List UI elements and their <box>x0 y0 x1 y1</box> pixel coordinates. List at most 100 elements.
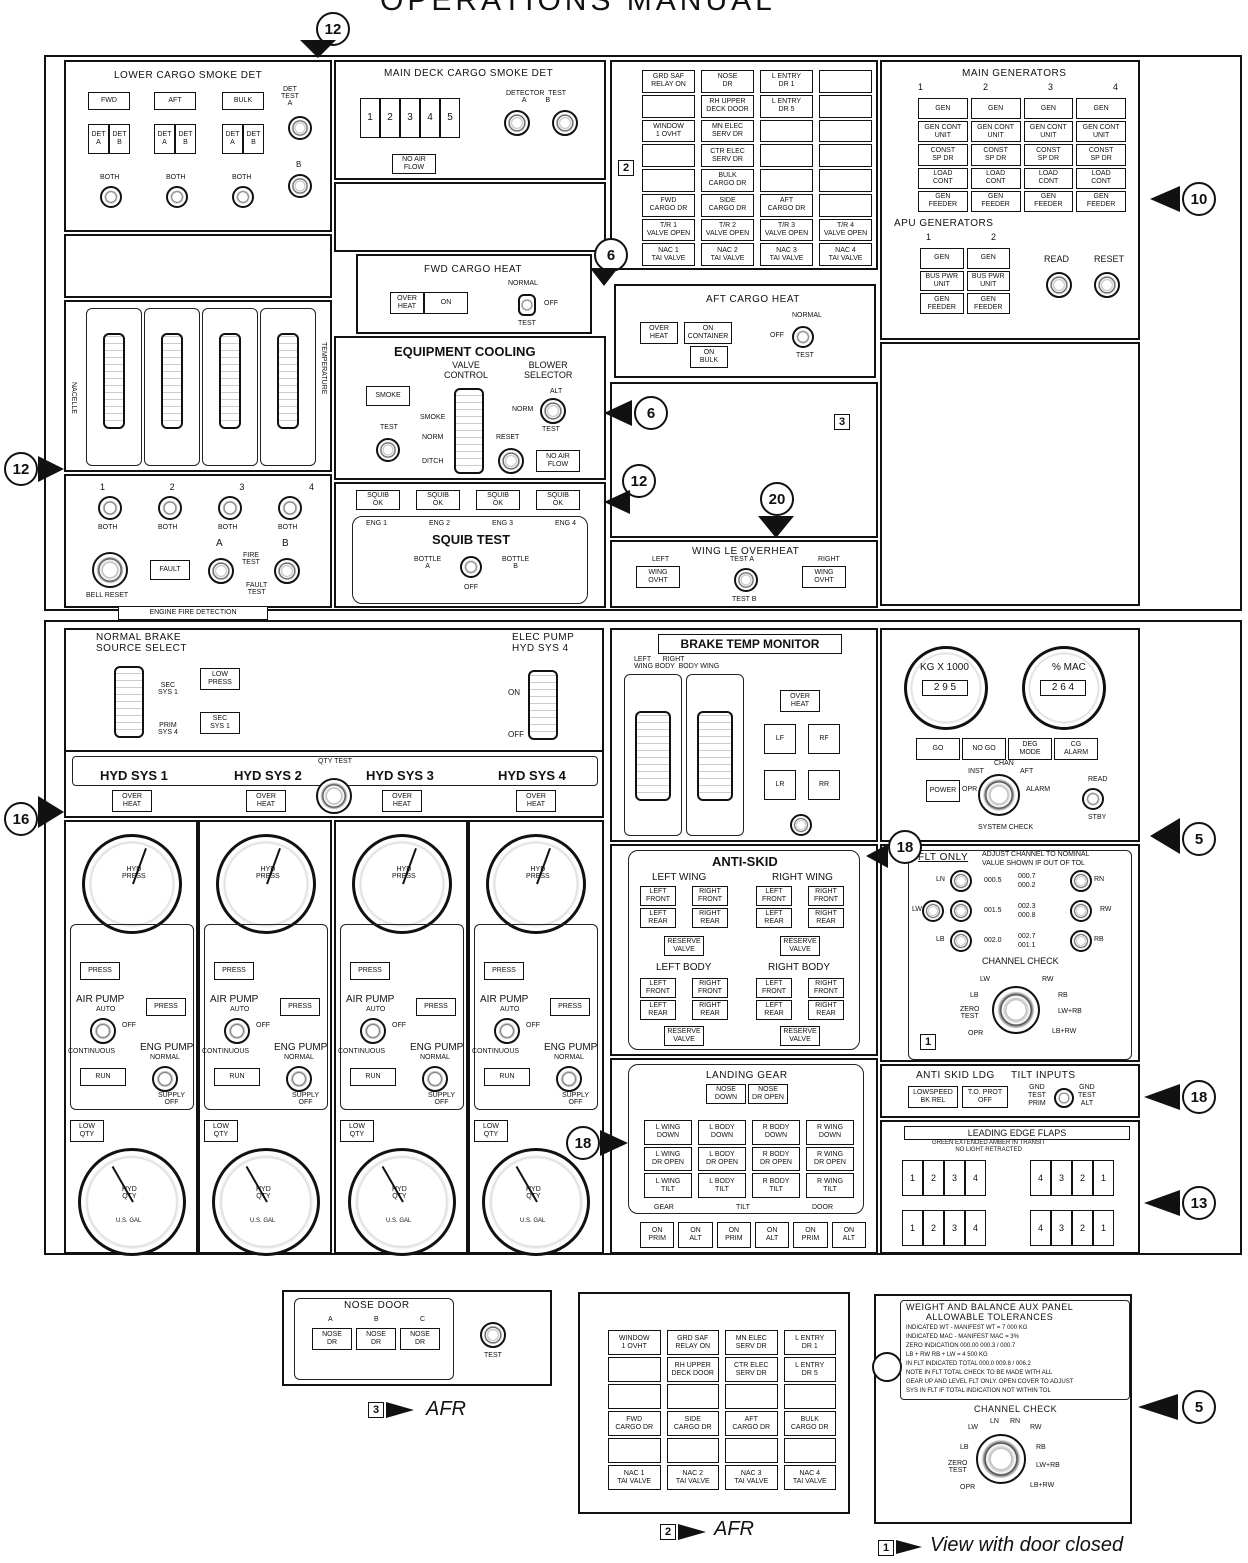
apu-gen-light[interactable]: BUS PWR UNIT <box>966 270 1010 292</box>
main-gen-light[interactable]: GEN CONT UNIT <box>918 121 968 143</box>
low-qty-light[interactable]: LOW QTY <box>474 1120 508 1142</box>
afr-annunciator-light[interactable]: NAC 1 TAI VALVE <box>608 1465 661 1490</box>
afr-annunciator-light[interactable]: L ENTRY DR 5 <box>783 1357 836 1382</box>
annunciator-light[interactable]: T/R 1 VALVE OPEN <box>642 218 695 242</box>
gear-light[interactable]: L WING DOWN <box>644 1120 692 1145</box>
annunciator-light[interactable] <box>819 193 872 217</box>
annunciator-light[interactable]: NAC 1 TAI VALVE <box>642 243 695 266</box>
eng2-fire-selector[interactable] <box>158 496 182 520</box>
read-button[interactable] <box>1046 272 1072 298</box>
apu-gen-light[interactable]: BUS PWR UNIT <box>920 270 964 292</box>
annunciator-light[interactable]: NAC 2 TAI VALVE <box>701 243 754 266</box>
main-gen-light[interactable]: LOAD CONT <box>970 167 1021 189</box>
main-gen-light[interactable]: LOAD CONT <box>1076 167 1126 189</box>
low-qty-light[interactable]: LOW QTY <box>70 1120 104 1142</box>
le-flap-light[interactable]: 3 <box>944 1160 965 1196</box>
afr-annunciator-light[interactable]: SIDE CARGO DR <box>666 1411 719 1436</box>
main-gen-light[interactable]: GEN FEEDER <box>970 190 1021 212</box>
zone-1[interactable]: 1 <box>360 98 380 138</box>
valve-control-slider[interactable] <box>454 388 484 474</box>
go-light[interactable]: GO <box>916 738 960 760</box>
le-flap-light[interactable]: 2 <box>1072 1210 1093 1246</box>
annunciator-light[interactable] <box>642 94 695 118</box>
lw-left-rear[interactable]: LEFT REAR <box>640 908 676 928</box>
afr-annunciator-light[interactable]: AFT CARGO DR <box>725 1411 778 1436</box>
afr-annunciator-light[interactable]: RH UPPER DECK DOOR <box>666 1357 719 1382</box>
channel-check-selector[interactable] <box>992 986 1040 1034</box>
annunciator-light[interactable]: T/R 2 VALVE OPEN <box>701 218 754 242</box>
afr-annunciator-light[interactable]: WINDOW 1 OVHT <box>608 1330 661 1355</box>
eng-pump-switch[interactable] <box>422 1066 448 1092</box>
qty-test-button[interactable] <box>316 778 352 814</box>
main-gen-light[interactable]: CONST SP DR <box>918 144 968 166</box>
tilt-test-switch[interactable] <box>1054 1088 1074 1108</box>
le-flap-light[interactable]: 1 <box>902 1160 923 1196</box>
gear-on-light[interactable]: ON ALT <box>831 1222 866 1248</box>
gear-light[interactable]: L BODY TILT <box>698 1173 746 1198</box>
main-gen-light[interactable]: GEN CONT UNIT <box>1076 121 1126 143</box>
no-go-light[interactable]: NO GO <box>962 738 1006 760</box>
zone-2[interactable]: 2 <box>380 98 400 138</box>
afr-annunciator-light[interactable] <box>608 1384 661 1409</box>
eng1-fire-selector[interactable] <box>98 496 122 520</box>
afr-annunciator-light[interactable] <box>666 1384 719 1409</box>
lw-left-front[interactable]: LEFT FRONT <box>640 886 676 906</box>
annunciator-light[interactable] <box>819 144 872 167</box>
fwd-det-a[interactable]: DET A <box>88 124 109 154</box>
le-flap-light[interactable]: 1 <box>1093 1210 1114 1246</box>
gear-light[interactable]: R WING DOWN <box>806 1120 854 1145</box>
rb-right-front[interactable]: RIGHT FRONT <box>808 978 844 998</box>
to-prot-off[interactable]: T.O. PROT OFF <box>962 1086 1008 1108</box>
main-gen-light[interactable]: CONST SP DR <box>1023 144 1074 166</box>
gear-light[interactable]: R BODY TILT <box>752 1173 800 1198</box>
run-light[interactable]: RUN <box>214 1068 260 1086</box>
fwd-heat-switch[interactable] <box>518 294 536 316</box>
air-pump-switch[interactable] <box>360 1018 386 1044</box>
fwd-on[interactable]: ON <box>424 292 468 314</box>
brake-lf[interactable]: LF <box>764 724 796 754</box>
annunciator-light[interactable]: SIDE CARGO DR <box>701 193 754 217</box>
rb-adjust[interactable] <box>1070 930 1092 952</box>
nose-dr-c[interactable]: NOSE DR <box>400 1328 440 1350</box>
brake-source-switch[interactable] <box>114 666 144 738</box>
air-pump-press[interactable]: PRESS <box>484 962 524 980</box>
nose-down[interactable]: NOSE DOWN <box>706 1084 746 1104</box>
rn-adjust[interactable] <box>1070 870 1092 892</box>
squib-bottle-selector[interactable] <box>460 556 482 578</box>
bell-reset-button[interactable] <box>92 552 128 588</box>
rw-left-rear[interactable]: LEFT REAR <box>756 908 792 928</box>
lb-left-front[interactable]: LEFT FRONT <box>640 978 676 998</box>
gear-light[interactable]: R WING TILT <box>806 1173 854 1198</box>
main-gen-light[interactable]: GEN <box>918 98 968 120</box>
aft-heat-switch[interactable] <box>792 326 814 348</box>
brake-lr[interactable]: LR <box>764 770 796 800</box>
equip-no-air-flow[interactable]: NO AIR FLOW <box>536 450 580 472</box>
annunciator-light[interactable] <box>819 119 872 143</box>
lb-left-rear[interactable]: LEFT REAR <box>640 1000 676 1020</box>
hyd1-over-heat[interactable]: OVER HEAT <box>112 790 152 812</box>
fault-button[interactable]: FAULT <box>150 560 190 580</box>
eng4-fire-selector[interactable] <box>278 496 302 520</box>
annunciator-light[interactable]: T/R 4 VALVE OPEN <box>819 218 872 242</box>
bulk-button[interactable]: BULK <box>222 92 264 110</box>
eng-pump-press[interactable]: PRESS <box>280 998 320 1016</box>
reset-button[interactable] <box>1094 272 1120 298</box>
annunciator-light[interactable] <box>760 119 813 143</box>
equip-reset-button[interactable] <box>498 448 524 474</box>
apu-gen-light[interactable]: GEN FEEDER <box>920 293 964 314</box>
gear-on-light[interactable]: ON ALT <box>754 1222 790 1248</box>
le-flap-light[interactable]: 3 <box>944 1210 965 1246</box>
air-pump-switch[interactable] <box>90 1018 116 1044</box>
rw-right-rear[interactable]: RIGHT REAR <box>808 908 844 928</box>
afr-annunciator-light[interactable] <box>608 1357 661 1382</box>
brake-rf[interactable]: RF <box>808 724 840 754</box>
annunciator-light[interactable]: NOSE DR <box>701 70 754 93</box>
annunciator-light[interactable] <box>819 70 872 93</box>
eng-pump-switch[interactable] <box>556 1066 582 1092</box>
annunciator-light[interactable] <box>642 144 695 167</box>
annunciator-light[interactable]: L ENTRY DR 5 <box>760 94 813 118</box>
nose-dr-b[interactable]: NOSE DR <box>356 1328 396 1350</box>
lb-right-front[interactable]: RIGHT FRONT <box>692 978 728 998</box>
le-flap-light[interactable]: 4 <box>1030 1160 1051 1196</box>
afr-annunciator-light[interactable] <box>783 1438 836 1463</box>
